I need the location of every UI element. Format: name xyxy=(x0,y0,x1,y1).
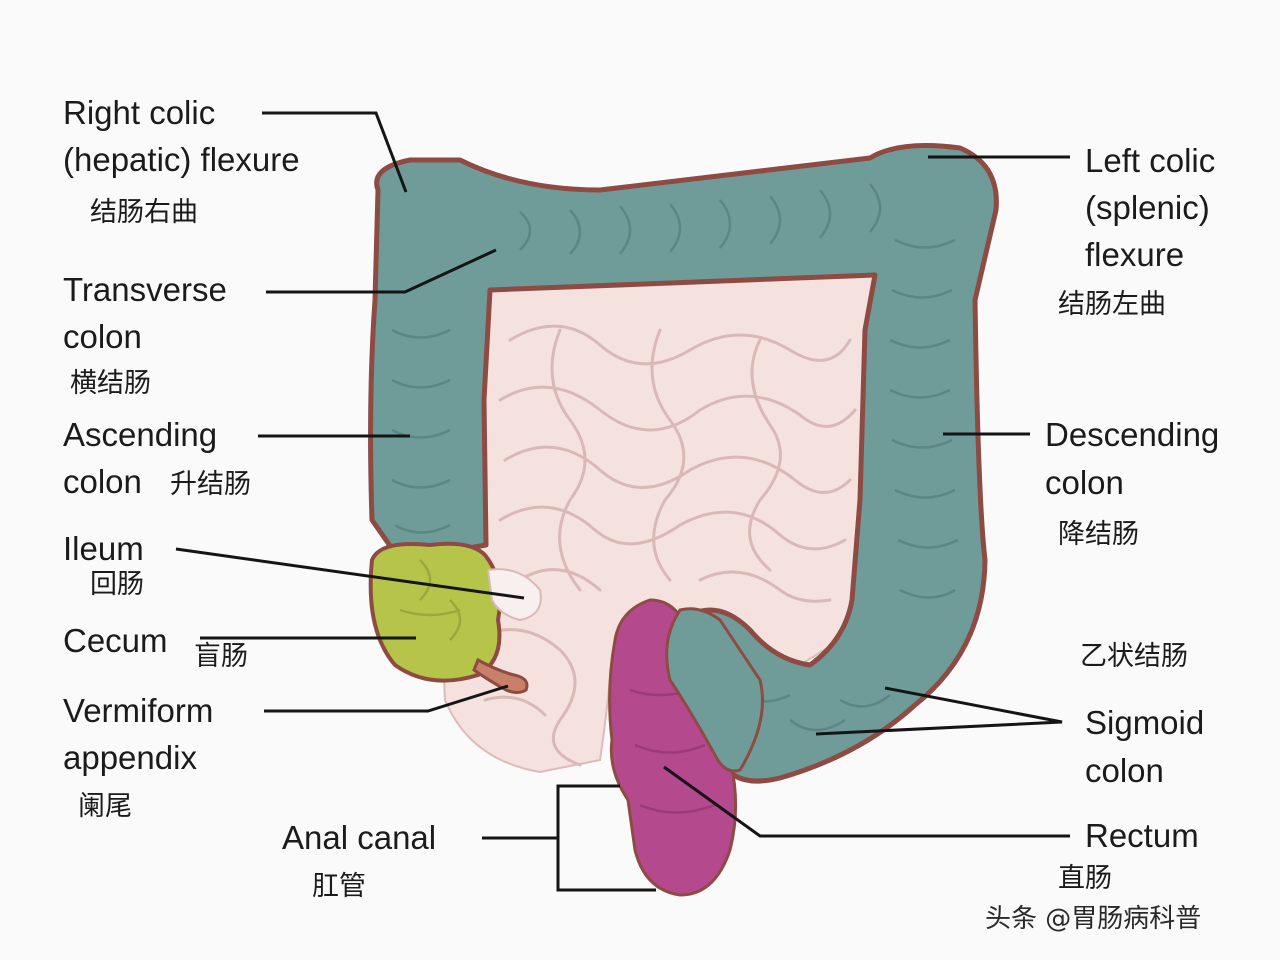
label-transverse-colon-en-1: Transverse xyxy=(63,271,227,308)
label-descending-colon-zh: 降结肠 xyxy=(1058,519,1139,550)
label-right-colic-flexure-zh: 结肠右曲 xyxy=(90,197,198,228)
ileum xyxy=(486,568,542,622)
label-ileum-zh: 回肠 xyxy=(90,569,144,600)
label-ascending-colon-en-1: Ascending xyxy=(63,416,218,453)
watermark: 头条 @胃肠病科普 xyxy=(985,904,1202,934)
colon-haustra xyxy=(391,183,959,732)
leader-lines xyxy=(175,111,1070,892)
label-sigmoid-colon-en-2: colon xyxy=(1085,752,1164,789)
label-left-colic-flexure-en-3: flexure xyxy=(1085,236,1185,273)
label-left-colic-flexure-en-2: (splenic) xyxy=(1085,189,1210,226)
vermiform-appendix xyxy=(472,657,529,694)
label-cecum-en: Cecum xyxy=(63,622,168,659)
label-vermiform-appendix-en-2: appendix xyxy=(63,739,197,776)
label-rectum-zh: 直肠 xyxy=(1058,863,1112,894)
label-cecum-zh: 盲肠 xyxy=(194,641,248,672)
label-descending-colon-en-1: Descending xyxy=(1045,416,1220,453)
label-vermiform-appendix-en-1: Vermiform xyxy=(63,692,214,729)
label-right-colic-flexure-en-2: (hepatic) flexure xyxy=(63,141,300,178)
cecum-folds xyxy=(399,559,462,641)
rectum xyxy=(608,598,738,897)
cecum xyxy=(368,541,502,683)
sigmoid-colon-segment xyxy=(665,607,764,773)
leader-right-colic-flexure xyxy=(262,111,408,193)
label-left-colic-flexure-zh: 结肠左曲 xyxy=(1058,289,1166,320)
label-transverse-colon-en-2: colon xyxy=(63,318,142,355)
label-anal-canal-en: Anal canal xyxy=(282,819,437,856)
small-intestine-loops xyxy=(468,324,857,767)
leader-vermiform-appendix xyxy=(264,684,509,713)
leader-transverse-colon xyxy=(266,248,497,294)
label-ascending-colon-en-2: colon xyxy=(63,463,142,500)
label-vermiform-appendix-zh: 阑尾 xyxy=(78,791,132,822)
leader-ileum xyxy=(175,547,525,600)
leader-rectum xyxy=(663,765,1070,838)
label-rectum-en: Rectum xyxy=(1085,817,1199,854)
label-left-colic-flexure-en-1: Left colic xyxy=(1085,142,1216,179)
label-ileum-en: Ileum xyxy=(63,530,144,567)
label-descending-colon-en-2: colon xyxy=(1045,464,1124,501)
label-sigmoid-colon-zh: 乙状结肠 xyxy=(1080,641,1188,672)
label-right-colic-flexure-en-1: Right colic xyxy=(63,94,216,131)
leader-sigmoid-colon xyxy=(815,686,1063,736)
label-ascending-colon-zh: 升结肠 xyxy=(170,469,251,500)
leader-anal-canal-bracket xyxy=(556,784,656,892)
label-transverse-colon-zh: 横结肠 xyxy=(70,368,151,399)
label-anal-canal-zh: 肛管 xyxy=(312,871,366,902)
label-sigmoid-colon-en-1: Sigmoid xyxy=(1085,704,1205,741)
